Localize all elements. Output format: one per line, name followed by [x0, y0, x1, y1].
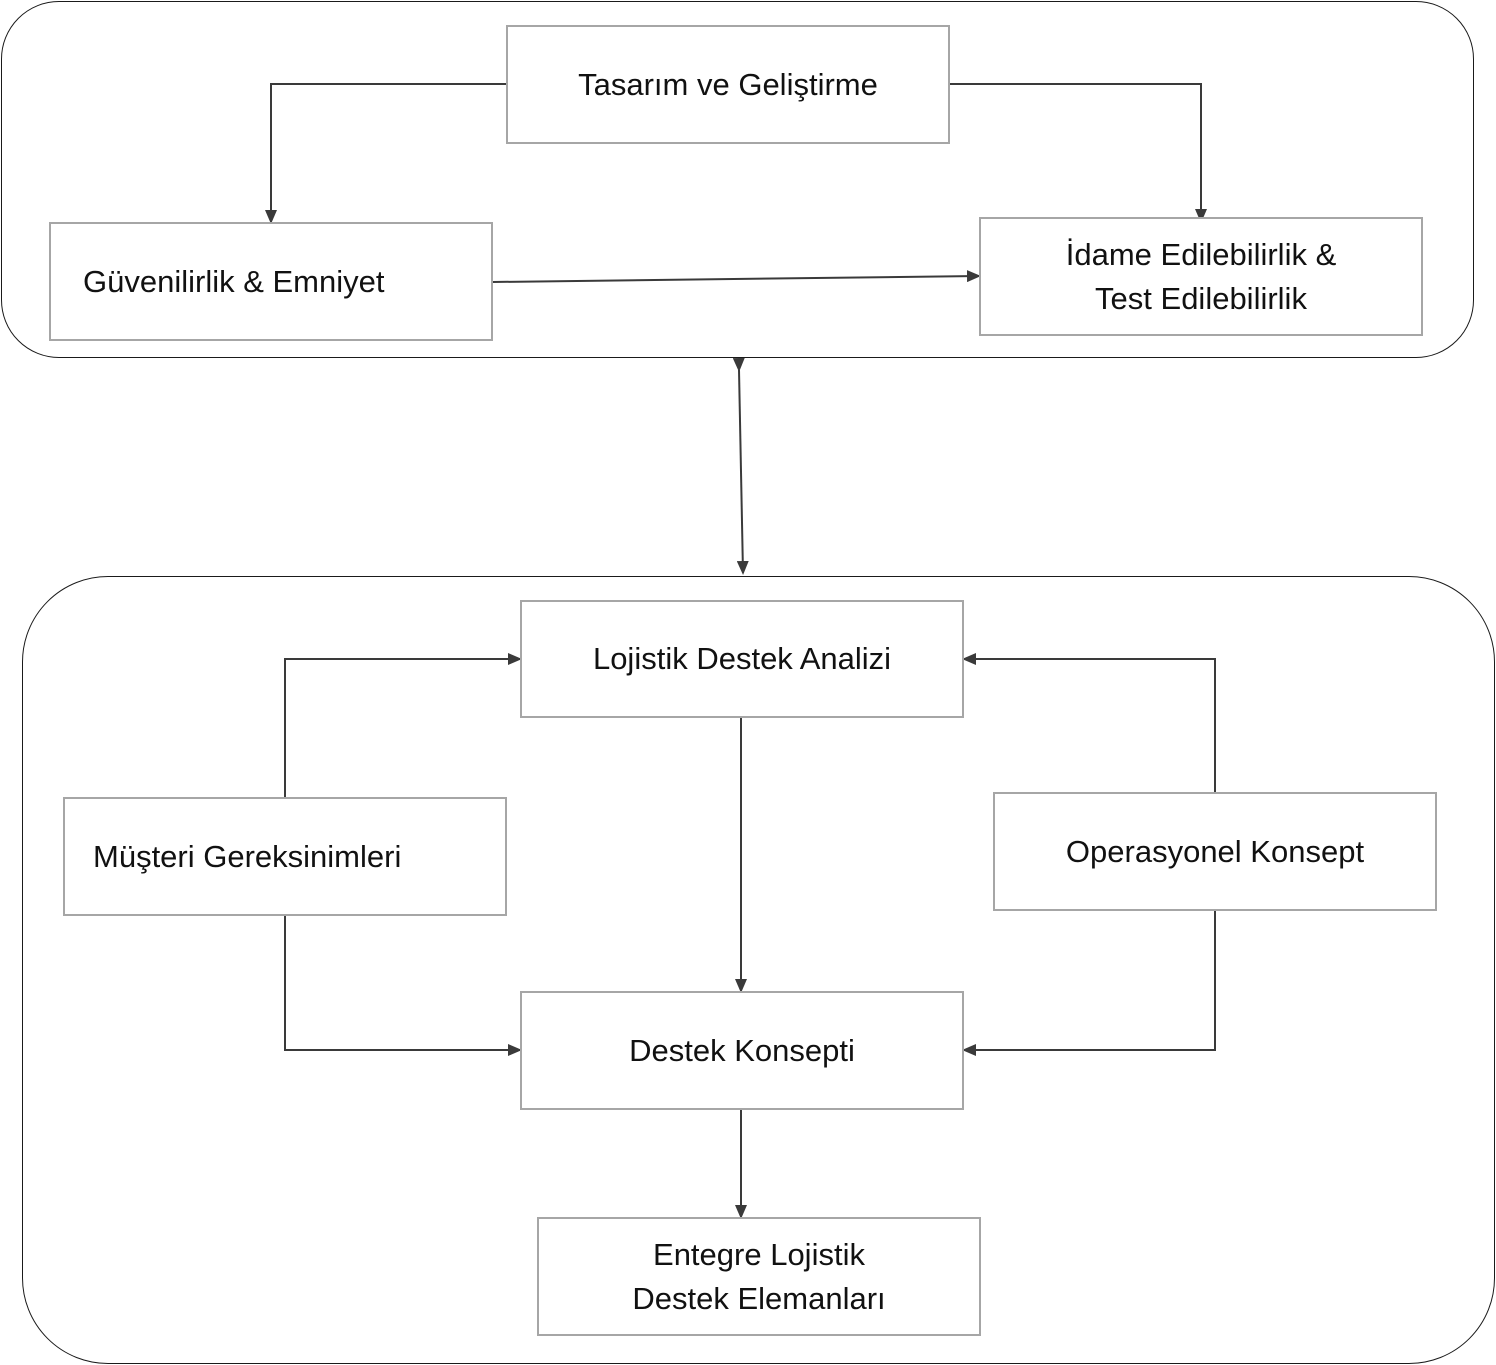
reliability-safety-box: Güvenilirlik & Emniyet — [49, 222, 493, 341]
logistic-support-analysis-label: Lojistik Destek Analizi — [592, 641, 892, 676]
operational-concept-label: Operasyonel Konsept — [1065, 833, 1365, 869]
support-concept-label: Destek Konsepti — [629, 1032, 855, 1068]
operational-concept-box: Operasyonel Konsept — [993, 792, 1437, 911]
integrated-logistic-support-label: Entegre Lojistik Destek Elemanları — [632, 1236, 886, 1316]
logistic-support-analysis-box: Lojistik Destek Analizi — [520, 600, 964, 718]
arrow-between-groups — [732, 357, 749, 575]
design-development-box: Tasarım ve Geliştirme — [506, 25, 950, 144]
reliability-safety-label: Güvenilirlik & Emniyet — [83, 263, 385, 299]
integrated-logistic-support-box: Entegre Lojistik Destek Elemanları — [537, 1217, 981, 1336]
design-development-label: Tasarım ve Geliştirme — [578, 66, 878, 102]
customer-requirements-label: Müşteri Gereksinimleri — [93, 838, 402, 874]
customer-requirements-box: Müşteri Gereksinimleri — [63, 797, 507, 916]
support-concept-box: Destek Konsepti — [520, 991, 964, 1110]
sustainability-testability-box: İdame Edilebilirlik & Test Edilebilirlik — [979, 217, 1423, 336]
sustainability-testability-label: İdame Edilebilirlik & Test Edilebilirlik — [1065, 236, 1337, 316]
